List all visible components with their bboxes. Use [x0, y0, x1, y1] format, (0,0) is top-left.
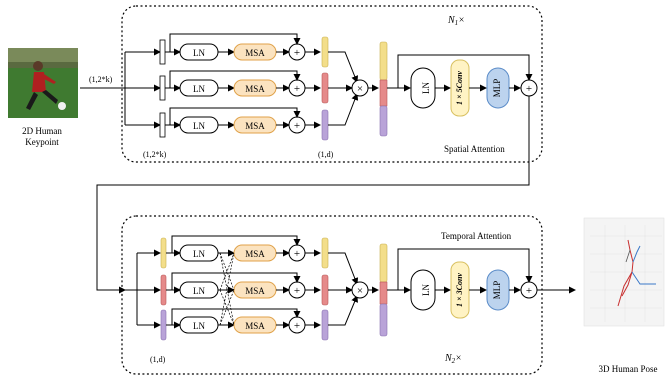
- spatial-input-dim-bottom: (1,2*k): [143, 150, 167, 159]
- svg-text:MSA: MSA: [245, 84, 265, 94]
- temporal-branch-2: LN MSA +: [160, 272, 329, 306]
- temporal-token-bar-3: [160, 309, 167, 341]
- svg-text:MLP: MLP: [492, 281, 502, 300]
- svg-text:MSA: MSA: [245, 48, 265, 58]
- spatial-token-bar-2: [159, 75, 166, 101]
- svg-text:MSA: MSA: [245, 321, 265, 331]
- svg-text:MSA: MSA: [245, 121, 265, 131]
- output-3d-pose-plot: [583, 217, 665, 327]
- output-caption: 3D Human Pose: [599, 364, 658, 374]
- temporal-repeat-label: N2×: [444, 353, 462, 365]
- svg-text:1 × 3Conv: 1 × 3Conv: [455, 273, 464, 307]
- svg-text:LN: LN: [193, 48, 205, 58]
- svg-text:+: +: [294, 47, 300, 59]
- svg-text:+: +: [526, 83, 532, 95]
- svg-text:LN: LN: [193, 84, 205, 94]
- input-caption-line2: Keypoint: [25, 137, 59, 147]
- svg-text:LN: LN: [193, 121, 205, 131]
- temporal-out-bar-2: [321, 274, 329, 306]
- temporal-token-bar-1: [160, 237, 167, 269]
- svg-text:×: ×: [357, 285, 363, 297]
- svg-text:+: +: [526, 285, 532, 297]
- input-caption-line1: 2D Human: [22, 126, 62, 136]
- svg-text:LN: LN: [421, 284, 431, 296]
- temporal-branch-3: LN MSA +: [160, 308, 329, 341]
- svg-text:+: +: [294, 120, 300, 132]
- temporal-block-border: [121, 215, 543, 375]
- svg-text:LN: LN: [193, 249, 205, 259]
- spatial-out-bar-2: [321, 72, 329, 104]
- temporal-cross-connections: [219, 252, 235, 326]
- spatial-branch-3: LN MSA +: [159, 107, 329, 141]
- spatial-out-dim: (1,d): [318, 150, 334, 159]
- svg-text:+: +: [294, 285, 300, 297]
- svg-text:+: +: [294, 248, 300, 260]
- spatial-branch-1: LN MSA +: [159, 33, 329, 68]
- input-photo: [8, 48, 78, 118]
- spatial-block-border: [121, 5, 543, 163]
- svg-text:LN: LN: [421, 82, 431, 94]
- spatial-out-bar-1: [321, 36, 329, 68]
- spatial-token-bar-1: [159, 39, 166, 65]
- svg-text:LN: LN: [193, 321, 205, 331]
- temporal-branch-1: LN MSA +: [160, 235, 329, 269]
- svg-text:+: +: [294, 83, 300, 95]
- spatial-out-bar-3: [321, 109, 329, 141]
- spatial-repeat-label: N1×: [447, 15, 465, 27]
- temporal-title: Temporal Attention: [441, 231, 512, 241]
- spatial-title: Spatial Attention: [444, 144, 505, 154]
- temporal-token-bar-2: [160, 274, 167, 306]
- svg-text:×: ×: [357, 83, 363, 95]
- svg-text:MSA: MSA: [245, 249, 265, 259]
- spatial-branch-2: LN MSA +: [159, 70, 329, 104]
- svg-text:MLP: MLP: [492, 79, 502, 98]
- temporal-out-bar-1: [321, 237, 329, 269]
- spatial-input-dim: (1,2*k): [89, 75, 113, 84]
- spatial-concat-bar: [379, 41, 388, 137]
- svg-text:+: +: [294, 320, 300, 332]
- svg-text:1 × 5Conv: 1 × 5Conv: [455, 71, 464, 105]
- svg-text:MSA: MSA: [245, 286, 265, 296]
- spatial-token-bar-3: [159, 112, 166, 138]
- svg-text:LN: LN: [193, 286, 205, 296]
- temporal-concat-bar: [379, 243, 388, 337]
- temporal-in-dim: (1,d): [150, 355, 166, 364]
- temporal-out-bar-3: [321, 309, 329, 341]
